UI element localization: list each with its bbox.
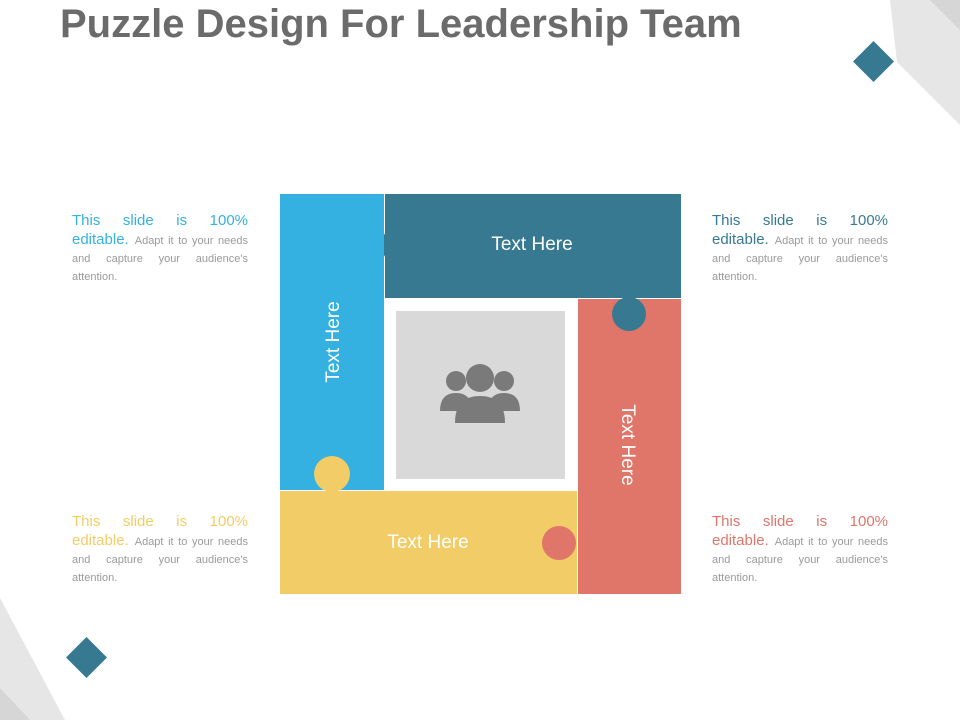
puzzle-piece-right [578, 297, 681, 594]
text-block-body: Adapt it to your needs and capture your … [712, 536, 888, 584]
text-block-lead: This slide is 100% editable. [72, 513, 248, 549]
top-right-light-band [930, 0, 960, 30]
bottom-left-gray-triangle [0, 598, 65, 720]
page-title: Puzzle Design For Leadership Team [60, 2, 742, 46]
text-block-body: Adapt it to your needs and capture your … [712, 235, 888, 283]
text-block-body: Adapt it to your needs and capture your … [72, 235, 248, 283]
text-block-top-right: This slide is 100% editable. Adapt it to… [712, 211, 888, 285]
top-right-gray-triangle [890, 0, 960, 125]
puzzle-piece-right-label: Text Here [617, 404, 638, 485]
puzzle-piece-left [280, 194, 419, 490]
text-block-lead: This slide is 100% editable. [712, 513, 888, 549]
text-block-bottom-left: This slide is 100% editable. Adapt it to… [72, 512, 248, 586]
puzzle-piece-top [381, 194, 681, 298]
puzzle-piece-top-label: Text Here [491, 234, 572, 255]
people-group-icon [440, 364, 520, 423]
text-block-bottom-right: This slide is 100% editable. Adapt it to… [712, 512, 888, 586]
puzzle-piece-bottom [280, 456, 577, 594]
puzzle-piece-bottom-label: Text Here [387, 532, 468, 553]
center-image-placeholder [396, 311, 565, 479]
text-block-lead: This slide is 100% editable. [72, 212, 248, 248]
bottom-left-dark-triangle [0, 688, 30, 720]
text-block-top-left: This slide is 100% editable. Adapt it to… [72, 211, 248, 285]
text-block-lead: This slide is 100% editable. [712, 212, 888, 248]
text-block-body: Adapt it to your needs and capture your … [72, 536, 248, 584]
puzzle-piece-left-label: Text Here [323, 301, 344, 382]
